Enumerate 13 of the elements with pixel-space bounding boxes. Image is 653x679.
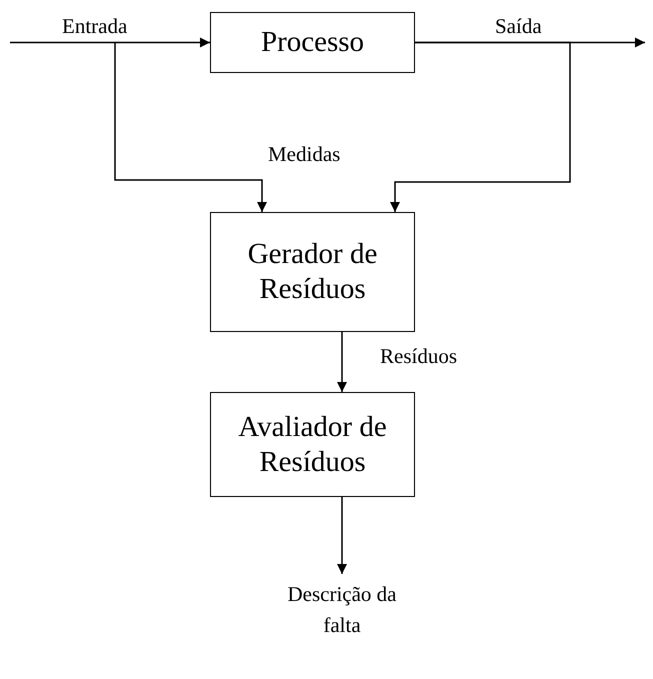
arrow: [390, 42, 571, 212]
output-text: Descrição da falta: [287, 574, 397, 646]
edge-label: Medidas: [268, 144, 340, 165]
arrow: [337, 332, 347, 392]
arrow: [114, 42, 267, 212]
arrow: [337, 497, 347, 574]
process-box: Processo: [210, 12, 415, 73]
process-box: Gerador de Resíduos: [210, 212, 415, 332]
edge-label: Resíduos: [380, 346, 458, 367]
arrow: [10, 38, 210, 48]
edge-label: Entrada: [62, 16, 128, 37]
edge-label: Saída: [495, 16, 542, 37]
process-box: Avaliador de Resíduos: [210, 392, 415, 497]
